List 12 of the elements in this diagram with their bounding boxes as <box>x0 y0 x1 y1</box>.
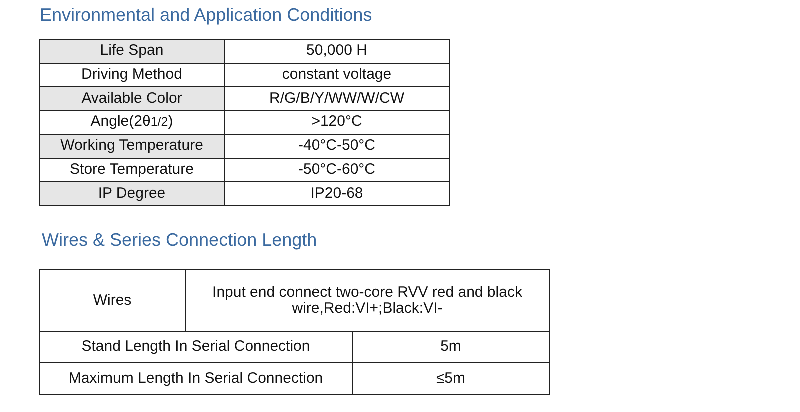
row-header-cell: Wires <box>39 269 186 332</box>
row-header-cell: Life Span <box>39 39 225 64</box>
value-cell: 50,000 H <box>224 39 450 64</box>
row-header-cell: Maximum Length In Serial Connection <box>39 362 353 395</box>
section-heading: Wires & Series Connection Length <box>42 230 318 251</box>
value-cell: IP20-68 <box>224 181 450 206</box>
value-cell: ≤5m <box>352 362 550 395</box>
row-header-cell: IP Degree <box>39 181 225 206</box>
row-header-cell: Working Temperature <box>39 134 225 159</box>
value-cell: Input end connect two-core RVV red and black wire,Red:VI+;Black:VI- <box>185 269 550 332</box>
section-heading: Environmental and Application Conditions <box>40 5 372 26</box>
row-header-cell: Available Color <box>39 86 225 112</box>
